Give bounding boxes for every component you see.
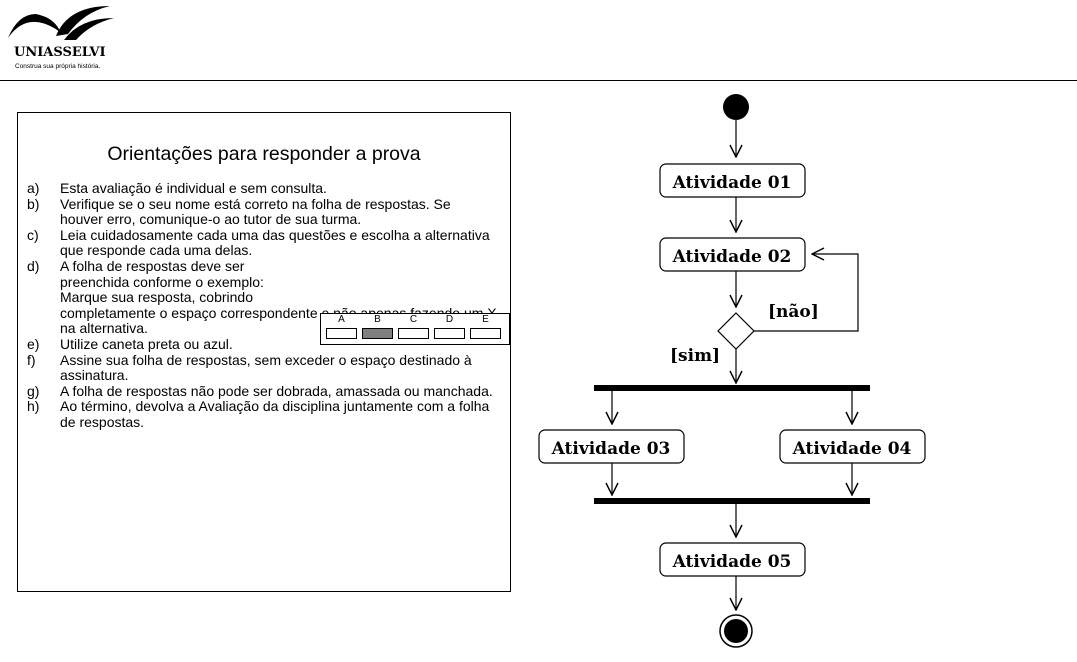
activity-label: Atividade 04 bbox=[792, 439, 912, 459]
option-letter: D bbox=[445, 314, 454, 325]
answer-sample: A B C D E bbox=[320, 313, 510, 345]
item-letter: f) bbox=[27, 351, 36, 368]
item-letter: a) bbox=[27, 180, 40, 196]
brand-tagline: Construa sua própria história. bbox=[15, 63, 101, 70]
activity-diagram: Atividade 01 Atividade 02 [não] [sim] At… bbox=[538, 94, 926, 648]
instruction-item-b: b) Verifique se o seu nome está correto … bbox=[27, 195, 497, 228]
instruction-item-f: f) Assine sua folha de respostas, sem ex… bbox=[27, 351, 497, 384]
item-letter: c) bbox=[27, 226, 39, 243]
activity-node-02 bbox=[659, 237, 806, 272]
item-letter: h) bbox=[27, 398, 40, 415]
option-letter: B bbox=[374, 314, 381, 325]
header-divider bbox=[0, 80, 1077, 81]
option-letter: C bbox=[409, 314, 418, 325]
option-letter: E bbox=[482, 314, 489, 325]
activity-label: Atividade 03 bbox=[551, 439, 671, 459]
brand-name: UNIASSELVI bbox=[14, 45, 106, 60]
item-text: Leia cuidadosamente cada uma das questõe… bbox=[60, 226, 490, 259]
instruction-item-a: a) Esta avaliação é individual e sem con… bbox=[27, 180, 497, 197]
item-letter: b) bbox=[27, 195, 40, 212]
initial-node bbox=[723, 94, 749, 120]
uniasselvi-logo: UNIASSELVI Construa sua própria história… bbox=[6, 0, 126, 80]
instruction-item-g: g) A folha de respostas não pode ser dob… bbox=[27, 382, 497, 400]
decision-node bbox=[717, 312, 755, 350]
instruction-item-d: d) A folha de respostas deve ser preench… bbox=[27, 257, 497, 337]
answer-bubble bbox=[470, 328, 501, 339]
item-text: Utilize caneta preta ou azul. bbox=[60, 335, 233, 352]
item-text: Esta avaliação é individual e sem consul… bbox=[60, 180, 327, 196]
activity-node-01 bbox=[659, 163, 806, 198]
option-letter: A bbox=[338, 314, 345, 325]
activity-label: Atividade 01 bbox=[672, 173, 792, 193]
guard-yes: [sim] bbox=[670, 346, 720, 366]
item-letter: d) bbox=[27, 257, 40, 274]
answer-bubble-selected bbox=[362, 328, 393, 339]
loop-back-arrow bbox=[754, 254, 859, 332]
instruction-item-e: e) Utilize caneta preta ou azul. bbox=[27, 335, 497, 353]
answer-bubble bbox=[434, 328, 465, 339]
item-text: A folha de respostas deve ser preenchida… bbox=[60, 257, 264, 306]
final-node-core bbox=[724, 619, 748, 643]
join-bar bbox=[594, 498, 870, 504]
activity-label: Atividade 05 bbox=[672, 552, 792, 572]
instruction-item-c: c) Leia cuidadosamente cada uma das ques… bbox=[27, 226, 497, 259]
logo-wings-icon bbox=[8, 6, 114, 40]
activity-node-05 bbox=[659, 542, 806, 577]
item-text: A folha de respostas não pode ser dobrad… bbox=[60, 382, 493, 399]
instructions-title: Orientações para responder a prova bbox=[107, 143, 421, 165]
item-letter: g) bbox=[27, 382, 40, 399]
fork-bar bbox=[594, 385, 870, 391]
instruction-item-h: h) Ao término, devolva a Avaliação da di… bbox=[27, 398, 497, 430]
item-text: Assine sua folha de respostas, sem exced… bbox=[60, 351, 472, 384]
guard-no: [não] bbox=[768, 302, 819, 322]
activity-label: Atividade 02 bbox=[672, 247, 792, 267]
instructions-list: a) Esta avaliação é individual e sem con… bbox=[27, 180, 497, 431]
item-text: Verifique se o seu nome está correto na … bbox=[60, 195, 451, 228]
answer-bubble bbox=[398, 328, 429, 339]
item-text: Ao término, devolva a Avaliação da disci… bbox=[60, 398, 490, 430]
item-letter: e) bbox=[27, 335, 40, 352]
instructions-box: Orientações para responder a prova a) Es… bbox=[17, 112, 511, 592]
answer-bubble bbox=[326, 328, 357, 339]
